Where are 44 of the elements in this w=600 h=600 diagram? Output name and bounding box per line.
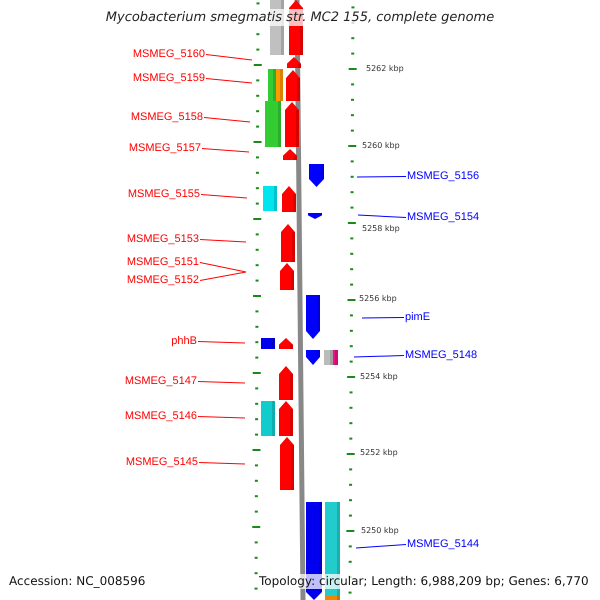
gene-label: MSMEG_5158 <box>130 111 203 124</box>
scale-label: 5250 kbp <box>361 526 399 536</box>
gene-label: MSMEG_5147 <box>124 375 197 388</box>
gene-label: MSMEG_5156 <box>407 170 480 183</box>
leader-line <box>198 416 246 418</box>
leader-line <box>362 317 404 318</box>
gene-label: MSMEG_5151 <box>126 256 199 269</box>
leader-line <box>206 54 252 60</box>
gene-label: MSMEG_5144 <box>407 538 480 551</box>
scale-label: 5258 kbp <box>362 224 400 234</box>
scale-label: 5254 kbp <box>360 372 398 382</box>
leader-line <box>198 462 246 464</box>
leader-line <box>358 214 406 218</box>
leader-line <box>200 239 246 242</box>
gene-label: MSMEG_5155 <box>128 188 200 201</box>
diagram-title: Mycobacterium smegmatis str. MC2 155, complete genome <box>106 9 494 26</box>
leader-line <box>356 176 406 178</box>
gene-label: MSMEG_5157 <box>128 142 201 155</box>
scale-label: 5256 kbp <box>359 294 397 304</box>
leader-line <box>206 78 252 84</box>
gene-label: MSMEG_5145 <box>126 456 198 469</box>
footer-text: Topology: circular; Length: 6,988,209 bp; Genes: 6,770 <box>259 574 589 589</box>
gene-label: MSMEG_5154 <box>407 211 480 224</box>
gene-label: MSMEG_5152 <box>126 274 199 287</box>
scale-label: 5262 kbp <box>366 64 404 74</box>
scale-label: 5260 kbp <box>362 141 400 151</box>
leader-line <box>202 148 250 152</box>
leader-line <box>200 272 246 281</box>
gene-label: MSMEG_5159 <box>132 72 205 85</box>
leader-line <box>356 544 406 548</box>
gene-label: pimE <box>405 311 430 324</box>
footer-text: Accession: NC_008596 <box>9 574 146 589</box>
leader-line <box>198 341 246 344</box>
gene-label: phhB <box>171 335 197 348</box>
gene-label: MSMEG_5148 <box>405 349 478 362</box>
scale-label: 5252 kbp <box>360 448 398 458</box>
gene-label: MSMEG_5160 <box>132 48 205 61</box>
gene-label: MSMEG_5153 <box>126 233 199 246</box>
leader-line <box>200 262 246 272</box>
gene-label: MSMEG_5146 <box>124 410 197 423</box>
leader-line <box>200 194 248 198</box>
leader-line <box>198 381 246 384</box>
leader-line <box>354 355 404 358</box>
leader-line <box>204 117 250 122</box>
